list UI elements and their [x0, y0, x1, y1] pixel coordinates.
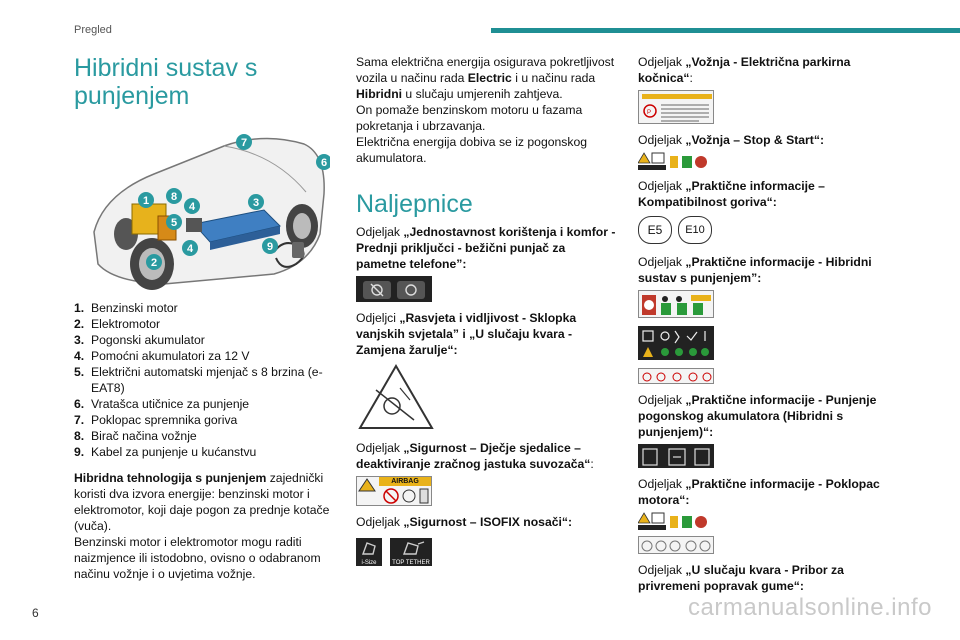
- callout-1: 1: [143, 195, 149, 207]
- callout-4a: 4: [189, 201, 196, 213]
- callout-7: 7: [241, 137, 247, 149]
- stop-start-label: [637, 152, 710, 172]
- page-number: 6: [32, 606, 39, 620]
- label-section-charger: Odjeljak „Jednostavnost korištenja i kom…: [356, 225, 616, 271]
- wireless-charger-label: [356, 276, 432, 302]
- source-paragraph: Električna energija dobiva se iz pogonsk…: [356, 135, 588, 165]
- airbag-label: AIRBAG: [356, 476, 432, 506]
- label-section-charging: Odjeljak „Praktične informacije - Punjen…: [638, 393, 877, 439]
- hybrid-system-label: [638, 290, 714, 318]
- column-hybrid-system: Hibridni sustav s punjenjem 1 2 3 4 4 5 …: [74, 54, 330, 582]
- callout-3: 3: [253, 197, 259, 209]
- fuel-e5-badge: E5: [638, 216, 672, 244]
- section-title-labels: Naljepnice: [356, 190, 473, 218]
- label-section-stop-start: Odjeljak „Vožnja – Stop & Start“:: [638, 133, 825, 147]
- assist-paragraph: On pomaže benzinskom motoru u fazama pok…: [356, 103, 583, 133]
- callout-5: 5: [171, 217, 177, 229]
- list-item: 1.Benzinski motor: [74, 301, 178, 315]
- hybrid-system-label-3: [638, 368, 714, 384]
- list-item: 3.Pogonski akumulator: [74, 333, 205, 347]
- callout-6: 6: [321, 157, 327, 169]
- label-section-fuel: Odjeljak „Praktične informacije – Kompat…: [638, 179, 825, 209]
- list-item: 4.Pomoćni akumulatori za 12 V: [74, 349, 250, 363]
- list-item: 5.Električni automatski mjenjač s 8 brzi…: [74, 365, 323, 395]
- airbag-label-text: AIRBAG: [379, 477, 431, 486]
- label-section-isofix: Odjeljak „Sigurnost – ISOFIX nosači“:: [356, 515, 573, 529]
- list-item: 8.Birač načina vožnje: [74, 429, 197, 443]
- label-section-hybrid: Odjeljak „Praktične informacije - Hibrid…: [638, 255, 872, 285]
- hybrid-modes-paragraph: Benzinski motor i elektromotor mogu radi…: [74, 535, 321, 581]
- watermark: carmanualsonline.info: [688, 594, 932, 621]
- isize-label: i-Size: [356, 538, 382, 566]
- hybrid-car-diagram: 1 2 3 4 4 5 6 7 8 9: [93, 134, 330, 290]
- callout-2: 2: [151, 257, 157, 269]
- list-item: 6.Vratašca utičnice za punjenje: [74, 397, 250, 411]
- column-labels-a: Sama električna energija osigurava pokre…: [356, 54, 618, 568]
- top-tether-text: TOP TETHER: [392, 560, 430, 566]
- hybrid-system-label-2: [638, 326, 714, 360]
- component-list: 1.Benzinski motor 2.Elektromotor 3.Pogon…: [74, 300, 330, 460]
- callout-4b: 4: [187, 243, 194, 255]
- svg-text:P: P: [647, 110, 651, 116]
- list-item: 2.Elektromotor: [74, 317, 161, 331]
- bonnet-label: [637, 512, 710, 532]
- callout-9: 9: [267, 241, 273, 253]
- top-tether-label: TOP TETHER: [390, 538, 432, 566]
- label-section-parking-brake: Odjeljak „Vožnja - Električna parkirna k…: [638, 55, 851, 85]
- section-title-hybrid: Hibridni sustav s punjenjem: [74, 54, 258, 110]
- list-item: 9.Kabel za punjenje u kućanstvu: [74, 445, 257, 459]
- lighting-warning-label: [358, 364, 434, 429]
- label-section-lighting: Odjeljci „Rasvjeta i vidljivost - Sklopk…: [356, 311, 577, 357]
- charging-label: [638, 444, 714, 468]
- isize-text: i-Size: [361, 560, 377, 566]
- hybrid-intro-paragraph: Hibridna tehnologija s punjenjem zajedni…: [74, 471, 330, 533]
- bonnet-label-2: [638, 536, 714, 554]
- parking-brake-label: P: [638, 90, 714, 124]
- fuel-e10-badge: E10: [678, 216, 712, 244]
- header-accent-bar: [491, 28, 960, 33]
- header-section-label: Pregled: [74, 24, 112, 36]
- list-item: 7.Poklopac spremnika goriva: [74, 413, 238, 427]
- column-labels-b: Odjeljak „Vožnja - Električna parkirna k…: [637, 54, 890, 594]
- callout-8: 8: [171, 191, 177, 203]
- fuel-labels: E5 E10: [638, 216, 890, 246]
- label-section-bonnet: Odjeljak „Praktične informacije - Poklop…: [638, 477, 880, 507]
- label-section-tyre-repair: Odjeljak „U slučaju kvara - Pribor za pr…: [638, 563, 844, 593]
- label-section-airbag: Odjeljak „Sigurnost – Dječje sjedalice –…: [356, 441, 594, 471]
- isofix-labels: i-Size TOP TETHER: [356, 538, 618, 568]
- electric-paragraph: Sama električna energija osigurava pokre…: [356, 55, 615, 101]
